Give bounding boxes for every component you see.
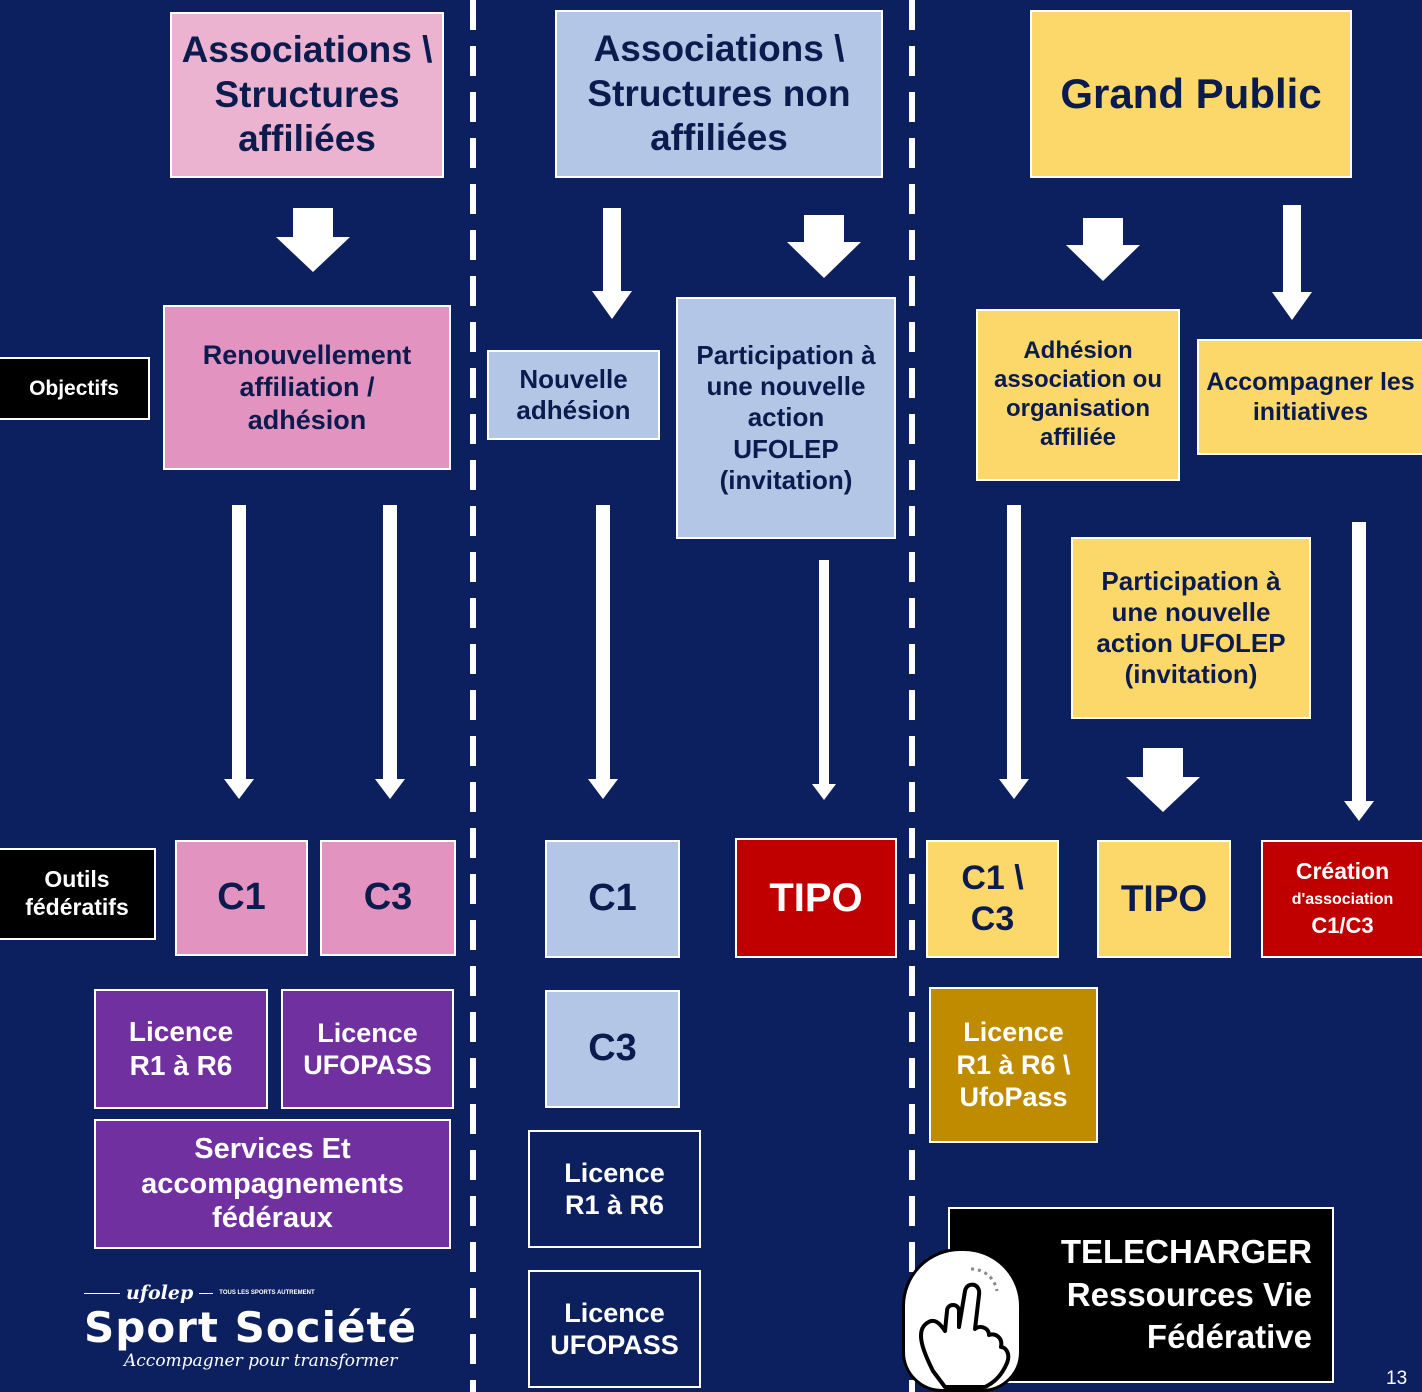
objective-nouvelle-adhesion: Nouvelle adhésion: [487, 350, 660, 440]
tool-c1-c3-grand-public: C1 \ C3: [926, 840, 1059, 958]
header-affiliees: Associations \ Structures affiliées: [170, 12, 444, 178]
tool-tipo-non-affiliees: TIPO: [735, 838, 897, 958]
licence-ufopass-affiliees: Licence UFOPASS: [281, 989, 454, 1109]
logo-brand: ufolep: [126, 1282, 194, 1304]
services-accompagnements: Services Et accompagnements fédéraux: [94, 1119, 451, 1249]
logo-top-line: ufolep TOUS LES SPORTS AUTREMENT: [84, 1282, 424, 1304]
creation-title: Création: [1295, 858, 1390, 885]
arrow-head-6: [1272, 292, 1312, 320]
creation-code: C1/C3: [1311, 913, 1374, 939]
column-separator-right: [909, 0, 915, 1392]
download-line-3: Fédérative: [1146, 1318, 1312, 1356]
arrow-head-10: [812, 784, 836, 800]
arrow-head-1: [276, 237, 350, 272]
objective-participation-non-affiliees: Participation à une nouvelle action UFOL…: [676, 297, 896, 539]
arrow-head-8: [375, 779, 405, 799]
column-separator-left: [470, 0, 476, 1392]
header-grand-public: Grand Public: [1030, 10, 1352, 178]
tool-c1-affiliees: C1: [175, 840, 308, 956]
arrow-head-2: [787, 242, 861, 278]
tool-tipo-grand-public: TIPO: [1097, 840, 1231, 958]
logo-rule-right: [199, 1292, 214, 1294]
arrow-shaft-5: [603, 208, 621, 292]
objective-renouvellement: Renouvellement affiliation / adhésion: [163, 305, 451, 470]
arrow-shaft-11: [1007, 505, 1021, 780]
arrow-shaft-4: [1143, 748, 1183, 778]
logo-subtitle: Accompagner pour transformer: [124, 1351, 398, 1371]
arrow-head-12: [1344, 801, 1374, 821]
header-non-affiliees: Associations \ Structures non affiliées: [555, 10, 883, 178]
arrow-head-7: [224, 779, 254, 799]
download-line-2: Ressources Vie: [1066, 1275, 1312, 1313]
arrow-shaft-6: [1283, 205, 1301, 293]
arrow-head-11: [999, 779, 1029, 799]
tool-c3-affiliees: C3: [320, 840, 456, 956]
arrow-shaft-12: [1352, 522, 1366, 802]
page-number: 13: [1386, 1368, 1408, 1389]
licence-r1-r6-affiliees: Licence R1 à R6: [94, 989, 268, 1109]
arrow-shaft-10: [819, 560, 829, 785]
arrow-head-3: [1066, 245, 1140, 281]
arrow-shaft-7: [232, 505, 246, 780]
download-line-1: TELECHARGER: [1060, 1232, 1312, 1270]
row-label-outils: Outils fédératifs: [0, 848, 156, 940]
licence-r1-r6-non-affiliees: Licence R1 à R6: [528, 1130, 701, 1248]
tool-c1-non-affiliees: C1: [545, 840, 680, 958]
objective-accompagner: Accompagner les initiatives: [1197, 339, 1422, 455]
arrow-head-4: [1126, 777, 1200, 812]
ufolep-logo: ufolep TOUS LES SPORTS AUTREMENT Sport S…: [84, 1282, 424, 1382]
arrow-head-9: [588, 779, 618, 799]
arrow-shaft-3: [1083, 218, 1123, 246]
creation-subtitle: d'association: [1291, 891, 1394, 908]
objective-participation-grand-public: Participation à une nouvelle action UFOL…: [1071, 537, 1311, 719]
arrow-shaft-1: [293, 208, 333, 238]
objective-adhesion-association: Adhésion association ou organisation aff…: [976, 309, 1180, 481]
licence-r1-r6-ufopass-grand-public: Licence R1 à R6 \ UfoPass: [929, 987, 1098, 1143]
pointing-hand-icon[interactable]: [902, 1248, 1022, 1392]
licence-ufopass-non-affiliees: Licence UFOPASS: [528, 1270, 701, 1388]
logo-rule-left: [84, 1292, 120, 1294]
row-label-objectifs: Objectifs: [0, 357, 150, 420]
tool-creation-association: Création d'association C1/C3: [1261, 840, 1422, 958]
logo-title: Sport Société: [84, 1303, 418, 1352]
tool-c3-non-affiliees: C3: [545, 990, 680, 1108]
arrow-shaft-8: [383, 505, 397, 780]
logo-tagline: TOUS LES SPORTS AUTREMENT: [219, 1290, 315, 1296]
arrow-head-5: [592, 291, 632, 319]
arrow-shaft-2: [804, 215, 844, 243]
arrow-shaft-9: [596, 505, 610, 780]
